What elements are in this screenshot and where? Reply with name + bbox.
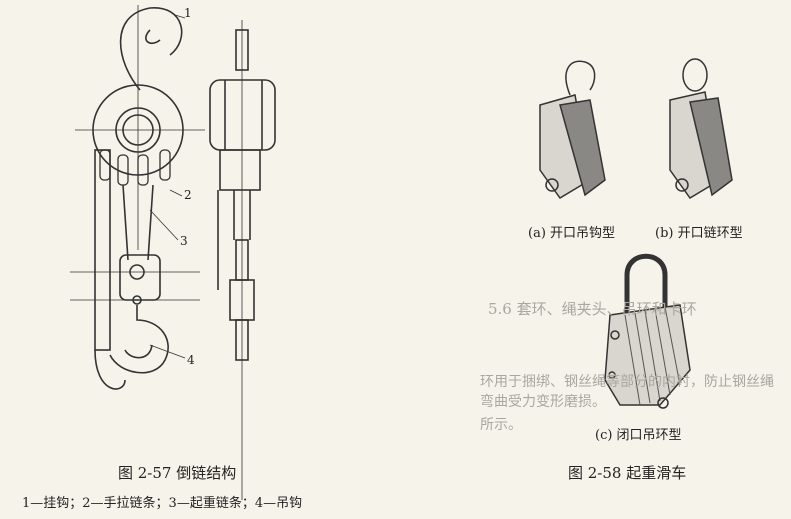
callout-4: 4 — [187, 353, 195, 367]
subcaption-c: (c) 闭口吊环型 — [595, 428, 682, 443]
figure-258-caption: 图 2-58 起重滑车 — [568, 464, 687, 482]
chain-hoist-side-view — [209, 20, 276, 500]
figure-257-caption: 图 2-57 倒链结构 — [118, 464, 237, 482]
bleed-line: 环用于捆绑、钢丝绳等部分的内衬，防止钢丝绳弯曲受力变形磨损。 — [480, 374, 774, 410]
bleed-line: 所示。 — [480, 417, 522, 433]
pulley-closed-ring — [604, 253, 691, 409]
pulley-open-hook — [539, 60, 606, 199]
callout-1: 1 — [184, 6, 192, 20]
pulley-open-link — [669, 58, 733, 199]
figure-257-legend: 1—挂钩；2—手拉链条；3—起重链条；4—吊钩 — [22, 496, 303, 511]
subcaption-b: (b) 开口链环型 — [655, 226, 743, 241]
subcaption-a: (a) 开口吊钩型 — [528, 226, 616, 241]
callout-3: 3 — [180, 234, 188, 248]
callout-2: 2 — [184, 188, 192, 202]
bleed-heading: 5.6 套环、绳夹头、吊环和卡环 — [488, 300, 697, 318]
chain-hoist-front-view — [70, 5, 205, 390]
